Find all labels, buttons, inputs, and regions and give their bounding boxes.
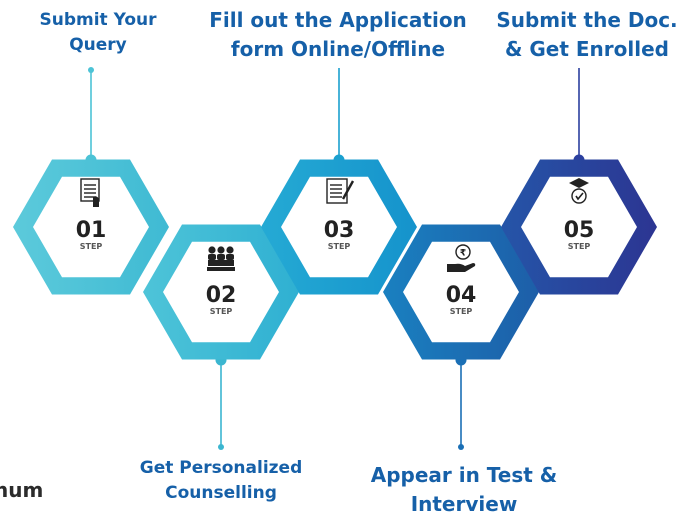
step-2-label: STEP xyxy=(210,307,233,316)
step-4-caption-line-1: Appear in Test & xyxy=(370,463,558,487)
document-hand-icon xyxy=(80,178,100,207)
step-2-caption-line-2: Counselling xyxy=(165,482,277,503)
step-5-caption-line-2: & Get Enrolled xyxy=(504,37,669,61)
step-5-caption-line-1: Submit the Doc. xyxy=(496,8,678,32)
step-1-label: STEP xyxy=(80,242,103,251)
step-3-caption-line-2: form Online/Offline xyxy=(230,37,446,61)
step-4-hexagon-inner xyxy=(403,241,519,343)
step-3-caption: Fill out the Application form Online/Off… xyxy=(193,6,483,64)
step-4-caption: Appear in Test & Interview xyxy=(348,461,580,519)
step-3-label: STEP xyxy=(328,242,351,251)
step-1-caption: Submit Your Query xyxy=(18,8,178,57)
step-3-number: 03 xyxy=(324,218,355,243)
svg-text:₹: ₹ xyxy=(460,249,466,259)
step-2-hexagon-inner xyxy=(163,241,279,343)
step-1-caption-line-1: Submit Your xyxy=(39,10,157,30)
step-3-caption-line-1: Fill out the Application xyxy=(209,8,467,32)
step-4-number: 04 xyxy=(446,283,477,308)
step-2-connector-end-dot xyxy=(218,444,224,450)
step-5-number: 05 xyxy=(564,218,595,243)
step-4-caption-line-2: Interview xyxy=(410,492,518,516)
step-2-number: 02 xyxy=(206,283,237,308)
step-4-connector-end-dot xyxy=(458,444,464,450)
step-5-label: STEP xyxy=(568,242,591,251)
counselling-group-icon xyxy=(207,246,235,271)
step-4-label: STEP xyxy=(450,307,473,316)
cropped-edge-text: num xyxy=(0,478,44,502)
rupee-hand-icon: ₹ xyxy=(447,244,476,272)
step-1-hexagon-inner xyxy=(33,176,149,278)
application-form-icon xyxy=(326,178,355,204)
step-5-caption: Submit the Doc. & Get Enrolled xyxy=(482,6,692,64)
step-2-caption: Get Personalized Counselling xyxy=(116,456,326,505)
step-3-hexagon-inner xyxy=(281,176,397,278)
step-2-caption-line-1: Get Personalized xyxy=(139,458,303,478)
graduate-medal-icon xyxy=(569,178,589,204)
step-1-number: 01 xyxy=(76,218,107,243)
step-1-connector-end-dot xyxy=(88,67,94,73)
step-5-hexagon-inner xyxy=(521,176,637,278)
step-1-caption-line-2: Query xyxy=(69,34,127,55)
